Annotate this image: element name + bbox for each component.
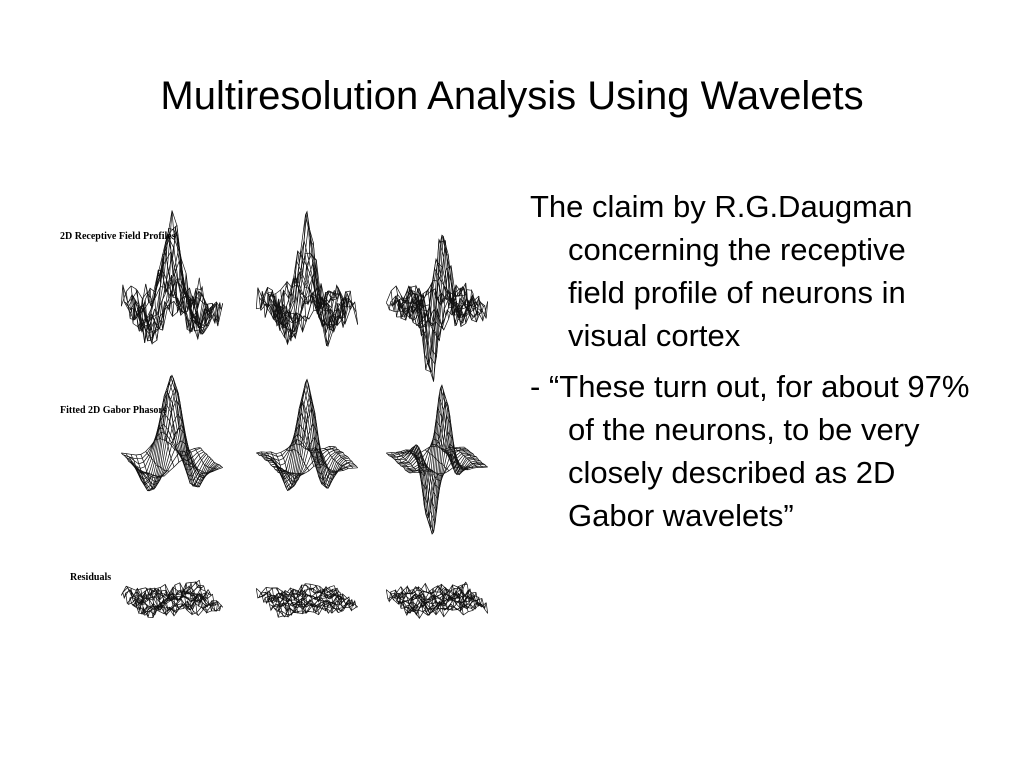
- row-label-residuals: Residuals: [70, 572, 112, 583]
- receptive-profile-surface-3-mesh-line: [396, 240, 475, 373]
- residual-surface-2-mesh-line: [276, 600, 356, 616]
- receptive-profile-surface-1: [120, 210, 224, 345]
- receptive-profile-surface-2-mesh-line: [273, 261, 353, 330]
- receptive-profile-surface-3: [385, 234, 489, 382]
- body-text: The claim by R.G.Daugman concerning the …: [530, 185, 970, 545]
- gabor-fit-surface-1-mesh-line: [138, 413, 218, 486]
- residual-surface-2-mesh-line: [275, 598, 354, 613]
- gabor-fit-surface-1-mesh-line: [126, 403, 206, 475]
- residual-surface-3-mesh-line: [406, 602, 486, 616]
- receptive-profile-surface-3-mesh-line: [400, 246, 480, 366]
- receptive-profile-surface-3-mesh-line: [405, 296, 484, 342]
- receptive-profile-surface-3-mesh-line: [391, 258, 471, 337]
- residual-surface-3-mesh-line: [387, 582, 467, 600]
- residual-surface-1-mesh-line: [137, 595, 216, 610]
- residual-surface-2-mesh-line: [278, 601, 357, 618]
- receptive-profile-surface-3-mesh-line: [409, 298, 489, 331]
- receptive-profile-surface-1-mesh-line: [139, 260, 219, 334]
- residual-surface-3-mesh-line: [392, 587, 471, 602]
- residual-surface-2-mesh-line: [264, 589, 344, 605]
- residual-surface-2-mesh-line: [266, 593, 345, 604]
- residual-surface-2-mesh-line: [262, 588, 341, 604]
- row-label-gabor-phasors: Fitted 2D Gabor Phasors: [60, 405, 167, 416]
- receptive-profile-surface-1-mesh-line: [144, 295, 224, 327]
- residual-surface-2: [255, 583, 358, 618]
- receptive-profile-surface-2: [255, 210, 359, 348]
- gabor-fit-surface-3-mesh-line: [386, 445, 465, 454]
- receptive-profile-surface-1-mesh-line: [138, 252, 218, 335]
- residual-surface-2-mesh-line: [279, 602, 358, 618]
- gabor-fit-surface-3-mesh-line: [393, 406, 472, 506]
- paragraph-claim: The claim by R.G.Daugman concerning the …: [530, 189, 913, 353]
- gabor-fit-surface-1-mesh-line: [144, 458, 223, 478]
- residual-surface-3-mesh-line: [409, 601, 488, 619]
- residual-surface-3: [385, 581, 489, 619]
- gabor-fit-surface-2-mesh-line: [276, 447, 355, 477]
- gabor-fit-surface-2: [256, 378, 358, 492]
- wireframe-surfaces: [120, 210, 489, 619]
- receptive-profile-surface-2-mesh-line: [276, 295, 356, 326]
- residual-surface-1-mesh-line: [144, 601, 223, 617]
- gabor-fit-surface-3: [386, 384, 488, 535]
- row-label-receptive-field: 2D Receptive Field Profiles: [60, 231, 176, 242]
- gabor-fit-surface-3-mesh-line: [408, 461, 487, 477]
- gabor-fit-surface-3-mesh-line: [392, 419, 471, 491]
- gabor-fit-surface-3-mesh-line: [399, 390, 478, 533]
- residual-surface-1-mesh-line: [130, 589, 209, 605]
- gabor-fit-surface-1: [121, 374, 223, 492]
- residual-surface-2-mesh-line: [272, 595, 351, 612]
- residual-surface-2-mesh-line: [260, 588, 339, 600]
- gabor-fit-surface-3-mesh-line: [395, 396, 474, 519]
- residual-surface-3-mesh-line: [390, 586, 469, 601]
- receptive-profile-surface-3-mesh-line: [403, 270, 483, 340]
- residual-surface-2-mesh-line: [256, 583, 335, 596]
- receptive-profile-surface-2-mesh-line: [279, 300, 359, 331]
- gabor-fit-surface-3-mesh-line: [400, 400, 479, 524]
- receptive-profile-surface-1-mesh-line: [134, 227, 213, 341]
- residual-surface-1-mesh-line: [134, 594, 213, 611]
- slide-title: Multiresolution Analysis Using Wavelets: [160, 74, 864, 118]
- receptive-profile-surface-2-mesh-line: [274, 271, 354, 334]
- gabor-fit-surface-3-mesh-line: [406, 453, 485, 482]
- receptive-profile-surface-2-mesh-line: [267, 211, 347, 346]
- receptive-profile-surface-2-mesh-line: [260, 271, 339, 320]
- paragraph-quote: - “These turn out, for about 97% of the …: [530, 369, 970, 533]
- receptive-profile-surface-1-mesh-line: [142, 291, 222, 331]
- residual-surface-3-mesh-line: [394, 589, 474, 605]
- residual-surface-1: [120, 579, 223, 618]
- gabor-fit-surface-3-mesh-line: [409, 466, 488, 475]
- gabor-fit-surface-1-mesh-line: [134, 377, 213, 492]
- receptive-profile-surface-3-mesh-line: [407, 306, 487, 330]
- gabor-fit-surface-1-mesh-line: [132, 374, 212, 492]
- gabor-fit-surface-3-mesh-line: [405, 443, 484, 490]
- gabor-fit-surface-1-mesh-line: [141, 440, 220, 479]
- residual-surface-3-mesh-line: [396, 593, 475, 605]
- receptive-profile-surface-1-mesh-line: [141, 278, 221, 334]
- gabor-fit-surface-2-mesh-line: [279, 463, 358, 475]
- gabor-fit-surface-3-mesh-line: [403, 430, 482, 501]
- receptive-profile-surface-3-mesh-line: [402, 265, 481, 358]
- residual-surface-2-mesh-line: [257, 584, 336, 599]
- gabor-fit-surface-3-mesh-line: [397, 385, 477, 535]
- gabor-fit-surface-3-mesh-line: [402, 413, 481, 513]
- receptive-profile-surface-2-mesh-line: [261, 258, 341, 325]
- gabor-fit-surface-3-mesh-line: [389, 438, 468, 467]
- gabor-fit-surface-3-mesh-line: [396, 388, 475, 530]
- receptive-profile-surface-2-mesh-line: [277, 295, 357, 333]
- receptive-field-figure: 2D Receptive Field Profiles Fitted 2D Ga…: [52, 185, 492, 645]
- residual-surface-1-mesh-line: [141, 600, 220, 616]
- residual-surface-2-mesh-line: [263, 591, 342, 603]
- residual-surface-3-mesh-line: [407, 602, 487, 616]
- residual-surface-1-mesh-line: [125, 584, 204, 601]
- residual-surface-1-mesh-line: [122, 581, 202, 599]
- gabor-fit-surface-3-mesh-line: [387, 444, 466, 459]
